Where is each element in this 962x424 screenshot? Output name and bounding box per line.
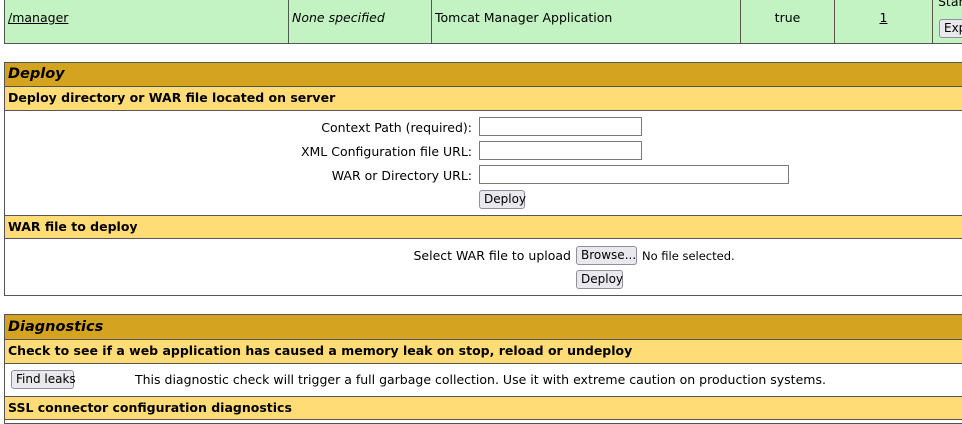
app-commands-cell: Start Expire [933, 0, 962, 43]
find-leaks-description: This diagnostic check will trigger a ful… [135, 372, 826, 387]
app-sessions-link[interactable]: 1 [879, 10, 888, 25]
diagnostics-section: Diagnostics Check to see if a web applic… [4, 314, 962, 424]
deploy-server-button[interactable]: Deploy [479, 190, 526, 209]
deploy-upload-button[interactable]: Deploy [576, 270, 623, 289]
expire-sessions-button[interactable]: Expire [939, 19, 962, 38]
context-path-label: Context Path (required): [321, 120, 472, 135]
memory-leak-section-title: Check to see if a web application has ca… [5, 340, 962, 364]
start-command-label[interactable]: Start [938, 0, 962, 9]
find-leaks-button[interactable]: Find leaks [11, 370, 76, 389]
application-row: /manager None specified Tomcat Manager A… [4, 0, 962, 44]
select-war-label: Select WAR file to upload [413, 248, 571, 263]
browse-button[interactable]: Browse... [576, 246, 637, 265]
diagnostics-title: Diagnostics [5, 315, 962, 340]
app-version: None specified [289, 0, 432, 43]
deploy-section: Deploy Deploy directory or WAR file loca… [4, 62, 962, 296]
war-directory-input[interactable] [479, 165, 789, 184]
deploy-title: Deploy [5, 63, 962, 87]
no-file-selected-text: No file selected. [642, 249, 735, 263]
app-path-cell: /manager [5, 0, 289, 43]
war-upload-section-title: WAR file to deploy [5, 215, 962, 239]
app-display-name: Tomcat Manager Application [432, 0, 741, 43]
deploy-server-section-title: Deploy directory or WAR file located on … [5, 87, 962, 111]
app-path-link[interactable]: /manager [8, 10, 69, 25]
xml-config-input[interactable] [479, 141, 642, 160]
war-directory-label: WAR or Directory URL: [331, 168, 472, 183]
app-running-status: true [741, 0, 835, 43]
ssl-diagnostics-section-title: SSL connector configuration diagnostics [5, 396, 962, 420]
context-path-input[interactable] [479, 117, 642, 136]
xml-config-label: XML Configuration file URL: [300, 144, 472, 159]
app-sessions-cell: 1 [835, 0, 933, 43]
